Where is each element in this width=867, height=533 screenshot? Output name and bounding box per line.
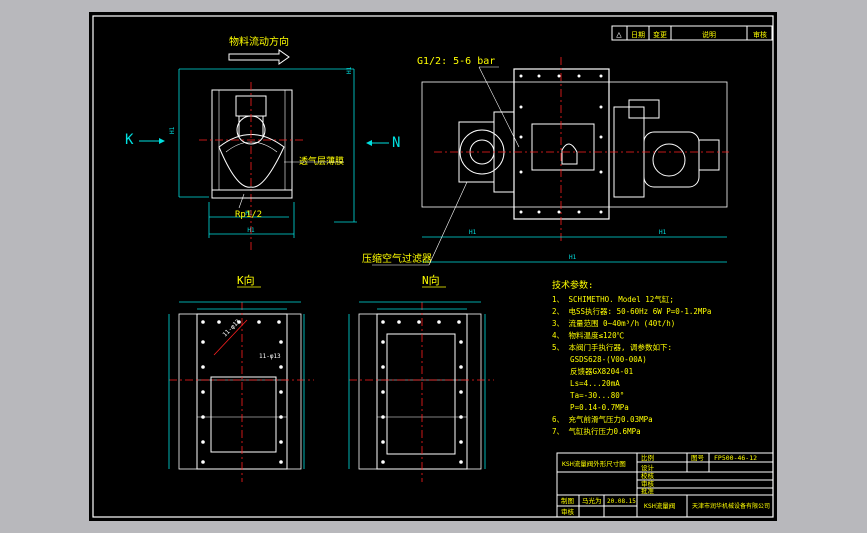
air-filter-label: 压缩空气过滤器 bbox=[362, 252, 432, 265]
svg-text:H1: H1 bbox=[469, 229, 477, 236]
drawing-name: KSH流量阀外形尺寸图 bbox=[562, 459, 626, 468]
n-view-title: N向 bbox=[422, 273, 440, 287]
tech-line: 3、 流量范围 0~40m³/h (40t/h) bbox=[552, 318, 675, 328]
drawing-sheet: △ 日期 变更 说明 审核 物料流动方向 H1 H1 H1 H1 K N bbox=[89, 12, 777, 521]
side-view-right: G1/2: 5-6 bar bbox=[362, 56, 729, 266]
svg-text:图号: 图号 bbox=[691, 454, 705, 462]
svg-text:审核: 审核 bbox=[561, 507, 575, 516]
svg-text:H1: H1 bbox=[569, 254, 577, 261]
svg-text:制图: 制图 bbox=[561, 496, 574, 505]
svg-text:批准: 批准 bbox=[641, 486, 655, 495]
svg-text:审核: 审核 bbox=[641, 479, 655, 488]
tech-line: P=0.14-0.7MPa bbox=[552, 403, 629, 412]
tech-line: 反馈器GX8204-01 bbox=[552, 366, 633, 376]
svg-text:H1: H1 bbox=[245, 210, 253, 217]
tech-line: 1、 SCHIMETHO. Model 12气缸; bbox=[552, 294, 674, 304]
revision-symbol: △ bbox=[616, 30, 622, 40]
tech-line: 2、 电SS执行器: 50-60Hz 6W P=0-1.2MPa bbox=[552, 306, 711, 316]
svg-text:H1: H1 bbox=[169, 126, 176, 134]
revision-block: △ 日期 变更 说明 审核 bbox=[611, 25, 773, 41]
k-view-marker: K bbox=[125, 132, 134, 148]
g-thread-label: G1/2: 5-6 bar bbox=[417, 56, 495, 67]
drawing-frame bbox=[92, 15, 774, 518]
drafter: 马光为 bbox=[582, 496, 602, 505]
vent-label: 透气层薄膜 bbox=[299, 155, 344, 167]
svg-text:H1: H1 bbox=[659, 229, 667, 236]
k-view: K向 11-φ13 11-φ13 bbox=[168, 273, 314, 482]
svg-text:校核: 校核 bbox=[641, 471, 655, 480]
figure-number: FP500-46-12 bbox=[714, 454, 757, 462]
svg-text:比例: 比例 bbox=[641, 453, 654, 462]
n-view-marker: N bbox=[392, 135, 400, 151]
port-label: Rp1/2 bbox=[235, 210, 262, 220]
tech-line: 6、 充气前滑气压力0.03MPa bbox=[552, 414, 653, 424]
tech-line: Ta=-30...80° bbox=[552, 391, 624, 400]
flow-direction-label: 物料流动方向 bbox=[229, 35, 289, 48]
revision-content: 变更 bbox=[653, 30, 667, 39]
tech-line: 5、 本阀门手执行器, 调参数如下: bbox=[552, 342, 672, 352]
tech-line: 4、 物料温度≤120℃ bbox=[552, 330, 625, 340]
revision-date: 日期 bbox=[631, 31, 645, 39]
revision-detail: 说明 bbox=[702, 30, 716, 39]
company-name: 天津市润华机械设备有限公司 bbox=[692, 502, 770, 510]
n-view: N向 bbox=[348, 273, 494, 482]
tech-line: 7、 气缸执行压力0.6MPa bbox=[552, 426, 641, 436]
title-block: KSH流量阀外形尺寸图 比例 图号 FP500-46-12 设计 校核 审核 批… bbox=[556, 452, 774, 518]
tech-title: 技术参数: bbox=[552, 279, 593, 291]
product-name: KSH流量阀 bbox=[644, 501, 675, 510]
draw-date: 20.08.15 bbox=[607, 498, 636, 505]
k-view-title: K向 bbox=[237, 273, 255, 287]
flow-arrow-icon bbox=[228, 49, 290, 65]
revision-sign: 审核 bbox=[753, 30, 767, 39]
cad-drawing: △ 日期 变更 说明 审核 物料流动方向 H1 H1 H1 H1 K N bbox=[92, 15, 774, 518]
front-view-left: 物料流动方向 H1 H1 H1 H1 K N bbox=[125, 35, 400, 252]
svg-text:设计: 设计 bbox=[641, 463, 655, 472]
tech-params: 技术参数: 1、 SCHIMETHO. Model 12气缸; 2、 电SS执行… bbox=[552, 279, 711, 436]
svg-text:H1: H1 bbox=[346, 66, 353, 74]
tech-line: Ls=4...20mA bbox=[552, 379, 620, 388]
tech-line: GSDS628-(V00-00A) bbox=[552, 355, 647, 364]
svg-text:11-φ13: 11-φ13 bbox=[259, 353, 281, 360]
